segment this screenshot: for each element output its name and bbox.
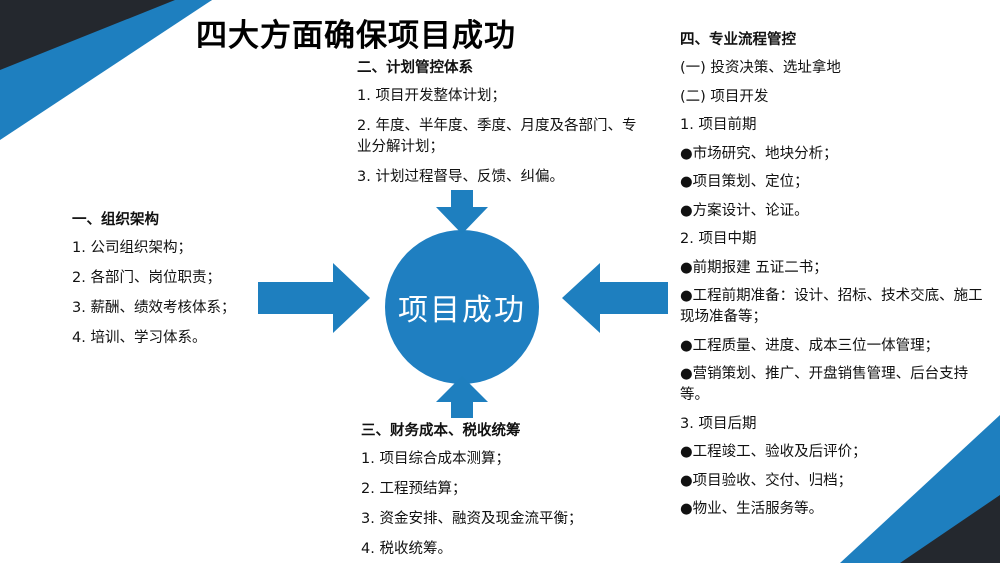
list-item: (二) 项目开发 xyxy=(680,88,769,105)
list-item: (一) 投资决策、选址拿地 xyxy=(680,60,841,76)
list-item: ●方案设计、论证。 xyxy=(680,202,809,219)
list-item: ●市场研究、地块分析； xyxy=(680,145,838,162)
arrow-up xyxy=(436,376,488,418)
section-heading: 一、组织架构 xyxy=(72,212,159,228)
list-item: 3. 计划过程督导、反馈、纠偏。 xyxy=(357,169,564,185)
list-item: ●物业、生活服务等。 xyxy=(680,501,824,517)
list-item: 3. 项目后期 xyxy=(680,415,757,432)
section-planning: 二、计划管控体系 1. 项目开发整体计划； 2. 年度、半年度、季度、月度及各部… xyxy=(357,58,639,197)
list-item: ●工程质量、进度、成本三位一体管理； xyxy=(680,337,940,354)
list-item: 3. 薪酬、绩效考核体系； xyxy=(72,300,236,316)
section-heading: 四、专业流程管控 xyxy=(680,32,796,48)
center-label: 项目成功 xyxy=(398,293,526,328)
list-item: 1. 公司组织架构； xyxy=(72,240,192,256)
list-item: 1. 项目前期 xyxy=(680,117,757,133)
list-item: ●项目验收、交付、归档； xyxy=(680,472,853,489)
page-title: 四大方面确保项目成功 xyxy=(196,18,516,54)
list-item: 1. 项目开发整体计划； xyxy=(357,88,506,104)
list-item: ●工程前期准备：设计、招标、技术交底、施工现场准备等； xyxy=(680,288,983,325)
list-item: 3. 资金安排、融资及现金流平衡； xyxy=(361,511,583,527)
section-heading: 二、计划管控体系 xyxy=(357,60,473,76)
list-item: ●前期报建 五证二书； xyxy=(680,259,828,276)
list-item: 4. 税收统筹。 xyxy=(361,541,452,557)
arrow-left xyxy=(562,263,668,333)
list-item: 2. 工程预结算； xyxy=(361,481,467,497)
arrow-down xyxy=(436,190,488,234)
section-organization: 一、组织架构 1. 公司组织架构； 2. 各部门、岗位职责； 3. 薪酬、绩效考… xyxy=(72,210,312,358)
list-item: 2. 年度、半年度、季度、月度及各部门、专业分解计划； xyxy=(357,118,637,155)
corner-shape-top-left-blue xyxy=(0,0,212,140)
center-circle xyxy=(385,230,539,384)
section-finance: 三、财务成本、税收统筹 1. 项目综合成本测算； 2. 工程预结算； 3. 资金… xyxy=(361,421,643,569)
list-item: 2. 各部门、岗位职责； xyxy=(72,270,221,286)
list-item: 4. 培训、学习体系。 xyxy=(72,330,207,346)
arrow-right xyxy=(258,263,370,333)
list-item: 2. 项目中期 xyxy=(680,231,757,247)
list-item: 1. 项目综合成本测算； xyxy=(361,451,510,467)
list-item: ●项目策划、定位； xyxy=(680,174,809,190)
section-process-control: 四、专业流程管控 (一) 投资决策、选址拿地 (二) 项目开发 1. 项目前期 … xyxy=(680,30,985,528)
corner-shape-bottom-right-dark xyxy=(900,495,1000,563)
list-item: ●营销策划、推广、开盘销售管理、后台支持等。 xyxy=(680,366,969,403)
section-heading: 三、财务成本、税收统筹 xyxy=(361,423,521,439)
list-item: ●工程竣工、验收及后评价； xyxy=(680,444,867,460)
